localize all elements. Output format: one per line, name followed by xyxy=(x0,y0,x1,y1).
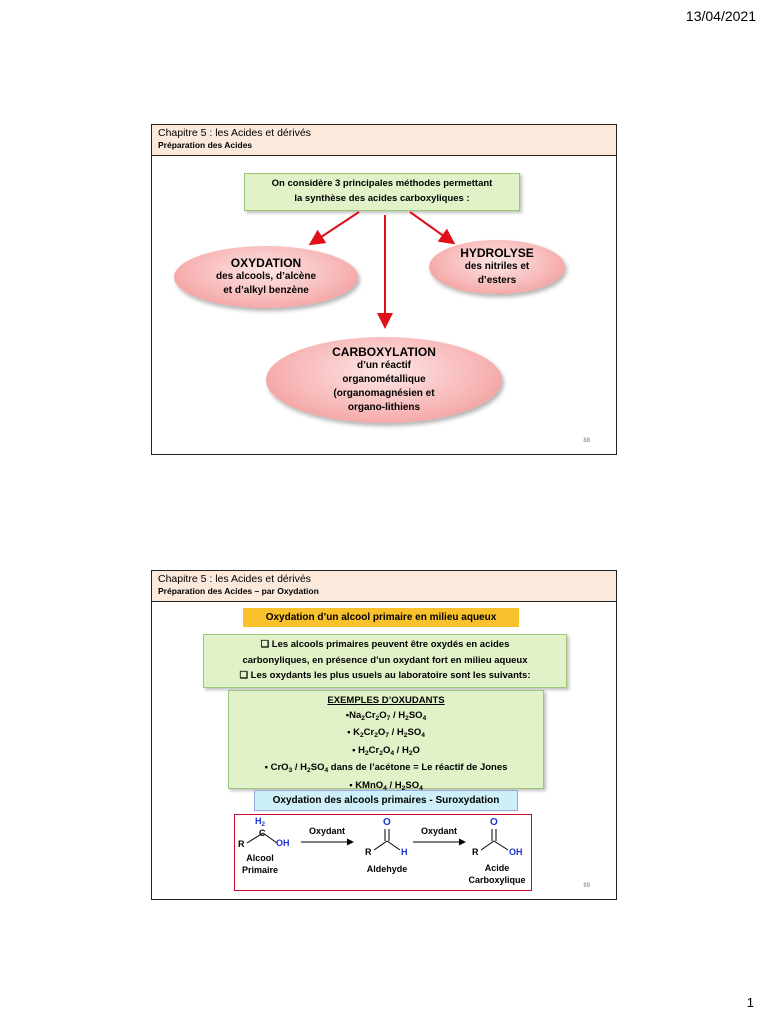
reaction-scheme: H2 C R OH Alcool Primaire Oxydant O R H … xyxy=(234,814,532,891)
examples-box: EXEMPLES D’OXUDANTS ▪Na2Cr2O7 / H2SO4 ▪ … xyxy=(228,690,544,792)
slide-89: Chapitre 5 : les Acides et dérivés Prépa… xyxy=(151,570,617,900)
atom-oh: OH xyxy=(276,838,290,848)
reaction-bonds xyxy=(246,829,509,851)
atom-o: O xyxy=(383,817,391,828)
arrows xyxy=(308,211,456,329)
atom-oh: OH xyxy=(509,847,523,857)
slide-header: Chapitre 5 : les Acides et dérivés Prépa… xyxy=(152,571,616,602)
checkbox-icon: ❑ xyxy=(239,670,251,681)
checkbox-icon: ❑ xyxy=(260,639,272,650)
slide-header: Chapitre 5 : les Acides et dérivés Prépa… xyxy=(152,125,616,156)
slide-subtitle: Préparation des Acides – par Oxydation xyxy=(158,586,319,596)
atom-h: H xyxy=(401,847,408,857)
example-4: ▪ CrO3 / H2SO4 dans de l’acétone = Le ré… xyxy=(264,762,508,774)
oxydant-label-2: Oxydant xyxy=(420,826,457,836)
print-date: 13/04/2021 xyxy=(685,8,756,24)
slide-88: Chapitre 5 : les Acides et dérivés Prépa… xyxy=(151,124,617,455)
slide-subtitle: Préparation des Acides xyxy=(158,140,253,150)
alcool-label: Alcool Primaire xyxy=(241,853,279,875)
acide-label: Acide Carboxylique xyxy=(468,863,526,885)
example-1: ▪Na2Cr2O7 / H2SO4 xyxy=(345,709,427,722)
carboxylation-ellipse: CARBOXYLATION d’un réactif organométalli… xyxy=(266,337,502,423)
oxydation-ellipse: OXYDATION des alcools, d’alcène et d’alk… xyxy=(174,246,358,308)
oxydant-label-1: Oxydant xyxy=(308,826,345,836)
atom-r: R xyxy=(472,847,479,857)
blue-title: Oxydation des alcools primaires - Suroxy… xyxy=(254,790,518,811)
atom-c: C xyxy=(259,828,266,838)
page-number: 1 xyxy=(746,995,754,1010)
atom-r: R xyxy=(238,839,245,849)
example-2: ▪ K2Cr2O7 / H2SO4 xyxy=(347,727,425,739)
slide-title: Chapitre 5 : les Acides et dérivés xyxy=(158,127,311,139)
bullet-1-line-2: carbonyliques, en présence d’un oxydant … xyxy=(242,654,528,666)
examples-title: EXEMPLES D’OXUDANTS xyxy=(327,695,445,706)
slide-title: Chapitre 5 : les Acides et dérivés xyxy=(158,573,311,585)
atom-h2: H2 xyxy=(255,816,266,828)
atom-o: O xyxy=(490,817,498,828)
example-5: ▪ KMnO4 / H2SO4 xyxy=(349,779,423,792)
atom-r: R xyxy=(365,847,372,857)
bullet-2: ❑ Les oxydants les plus usuels au labora… xyxy=(239,670,531,681)
arrow-to-hydrolyse xyxy=(409,211,456,245)
arrow-to-oxydation xyxy=(308,211,360,246)
slide-number: 89 xyxy=(583,883,590,889)
bullet-1-line-1: ❑ Les alcools primaires peuvent être oxy… xyxy=(260,639,510,650)
example-3: ▪ H2Cr2O4 / H2O xyxy=(352,744,420,757)
slide-number: 88 xyxy=(583,438,590,444)
bullets-box: ❑ Les alcools primaires peuvent être oxy… xyxy=(203,634,567,688)
hydrolyse-ellipse: HYDROLYSE des nitriles et d’esters xyxy=(429,240,565,294)
intro-box: On considère 3 principales méthodes perm… xyxy=(244,173,520,211)
aldehyde-label: Aldehyde xyxy=(366,864,408,874)
orange-title: Oxydation d’un alcool primaire en milieu… xyxy=(243,608,519,627)
